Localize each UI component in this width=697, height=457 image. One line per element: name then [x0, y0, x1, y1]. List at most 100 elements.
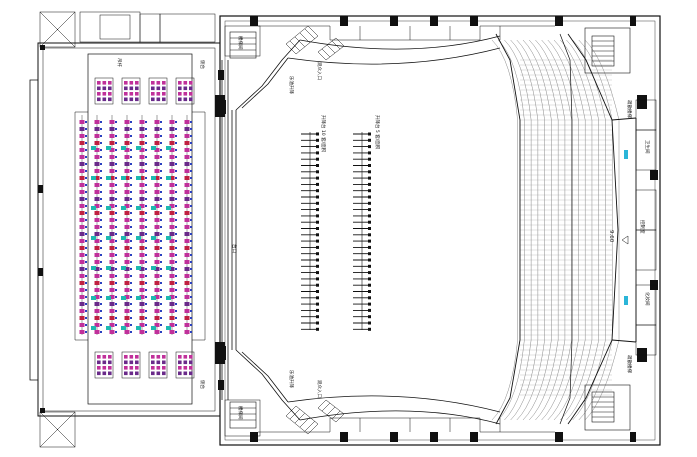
seat-mark [100, 289, 102, 291]
seat-mark [94, 134, 100, 138]
seat-mark [97, 355, 101, 359]
seat-mark [154, 288, 160, 292]
seat-mark [85, 275, 87, 277]
seat-mark [145, 219, 147, 221]
seat-mark [139, 148, 145, 152]
seat-mark [124, 204, 130, 208]
seat-mark [190, 205, 192, 207]
seat-mark [130, 261, 132, 263]
seat-mark [124, 309, 130, 313]
seat-mark [154, 295, 160, 299]
seat-mark [79, 309, 85, 313]
seat-mark [139, 155, 145, 159]
seat-mark [184, 267, 190, 271]
seat-mark [160, 240, 162, 242]
seat-mark [156, 371, 161, 376]
seat-mark [124, 371, 128, 376]
seat-mark [102, 360, 107, 365]
seat-mark [85, 331, 87, 333]
seat-mark [130, 191, 132, 193]
seat-mark [109, 141, 115, 145]
seat-mark [115, 226, 117, 228]
seat-mark [139, 211, 145, 215]
seat-mark [94, 295, 100, 299]
seat-mark [145, 247, 147, 249]
seat-mark [124, 360, 128, 365]
seat-mark [145, 156, 147, 158]
seat-mark [100, 219, 102, 221]
riser-node [368, 327, 371, 331]
seat-mark [160, 149, 162, 151]
seat-mark [79, 239, 85, 243]
seat-mark [94, 127, 100, 131]
seat-mark [124, 211, 130, 215]
seat-mark [109, 190, 115, 194]
seat-mark [160, 296, 162, 298]
seat-mark [184, 141, 190, 145]
seat-mark [124, 218, 130, 222]
seat-mark [145, 310, 147, 312]
seat-block-groups [94, 77, 195, 379]
seat-mark [79, 323, 85, 327]
seat-mark [124, 141, 130, 145]
seat-mark [151, 97, 155, 102]
riser-node [368, 145, 371, 149]
seat-row [184, 115, 192, 335]
seat-block-frame [121, 351, 141, 379]
seat-mark [130, 275, 132, 277]
seat-mark [154, 267, 160, 271]
seat-mark [160, 184, 162, 186]
seat-mark [79, 141, 85, 145]
seat-mark-accent [91, 266, 96, 270]
seat-mark [130, 254, 132, 256]
stair-top-label: 楼梯间 [237, 36, 244, 50]
seat-mark [184, 176, 190, 180]
seat-mark [160, 219, 162, 221]
seat-mark [124, 323, 130, 327]
riser-node [316, 264, 319, 268]
seat-mark [124, 366, 128, 370]
seat-mark [130, 135, 132, 137]
seat-mark [100, 177, 102, 179]
seat-mark [85, 177, 87, 179]
seat-mark [94, 253, 100, 257]
riser-node [368, 208, 371, 212]
seat-mark [160, 177, 162, 179]
seat-mark [156, 92, 161, 96]
seat-mark-accent [91, 206, 96, 210]
riser-node [368, 182, 371, 186]
seat-mark [130, 324, 132, 326]
seat-mark [94, 302, 100, 306]
seat-mark [79, 260, 85, 264]
seat-mark [154, 211, 160, 215]
orchestra-side-right-label: 乐池升降 [288, 370, 295, 388]
seat-mark [175, 177, 177, 179]
seat-mark [154, 134, 160, 138]
seat-mark [79, 127, 85, 131]
seat-mark [85, 128, 87, 130]
seat-mark [115, 135, 117, 137]
seat-mark [160, 212, 162, 214]
seat-mark [109, 260, 115, 264]
riser-node [316, 164, 319, 167]
seat-mark [175, 170, 177, 172]
orchestra-side-left-label: 乐池升降 [288, 76, 295, 94]
seat-mark [124, 134, 130, 138]
seat-mark [183, 360, 188, 365]
riser-node [368, 321, 371, 325]
seat-mark [139, 323, 145, 327]
seat-mark [124, 197, 130, 201]
seat-mark [139, 330, 145, 334]
elevation-label: 9.60 [608, 230, 614, 243]
seat-mark [190, 163, 192, 165]
seat-mark [145, 226, 147, 228]
seat-mark [100, 268, 102, 270]
seat-mark [130, 268, 132, 270]
seat-mark [145, 317, 147, 319]
seat-mark [85, 163, 87, 165]
seat-mark [190, 324, 192, 326]
seat-mark-accent [166, 296, 171, 300]
seat-mark [175, 233, 177, 235]
seat-mark [109, 134, 115, 138]
seat-mark [130, 226, 132, 228]
